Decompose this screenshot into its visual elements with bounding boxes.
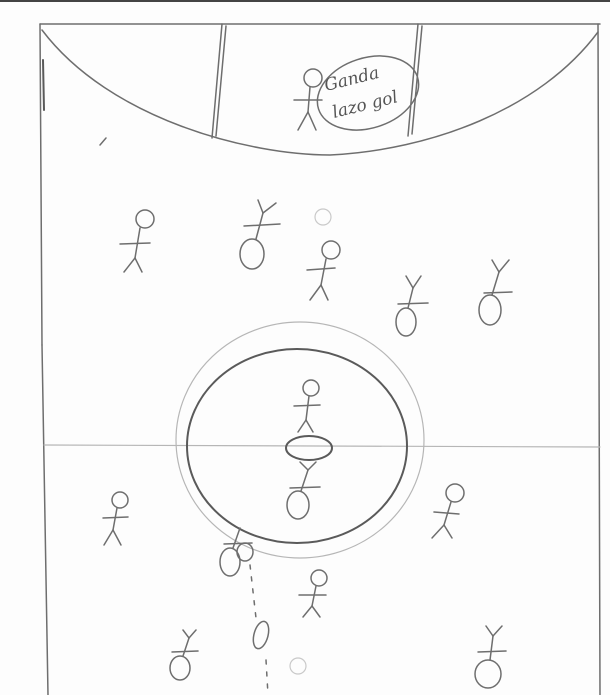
ball-sketch bbox=[315, 209, 331, 225]
defender-figure bbox=[475, 626, 506, 688]
defender-figure bbox=[287, 462, 320, 519]
pencil-mark bbox=[100, 138, 106, 145]
player-figure bbox=[307, 241, 340, 300]
defender-figure bbox=[220, 528, 253, 576]
goal-caption-line2: lazo gol bbox=[330, 87, 400, 123]
player-figure bbox=[299, 570, 327, 617]
player-figure bbox=[120, 210, 154, 272]
defender-figure bbox=[240, 200, 280, 269]
ball-path bbox=[250, 565, 271, 695]
center-circle bbox=[176, 322, 424, 558]
player-figure bbox=[103, 492, 128, 545]
penalty-arc bbox=[42, 30, 598, 155]
player-figure bbox=[294, 380, 320, 432]
player-figure bbox=[432, 484, 464, 538]
goal-caption-line1: Ganda bbox=[322, 63, 381, 96]
ball-sketch bbox=[290, 658, 306, 674]
center-ball bbox=[286, 436, 332, 460]
halfway-line bbox=[44, 445, 600, 447]
defender-figure bbox=[170, 630, 198, 680]
defender-figure bbox=[479, 260, 512, 325]
defender-figure bbox=[396, 276, 428, 336]
